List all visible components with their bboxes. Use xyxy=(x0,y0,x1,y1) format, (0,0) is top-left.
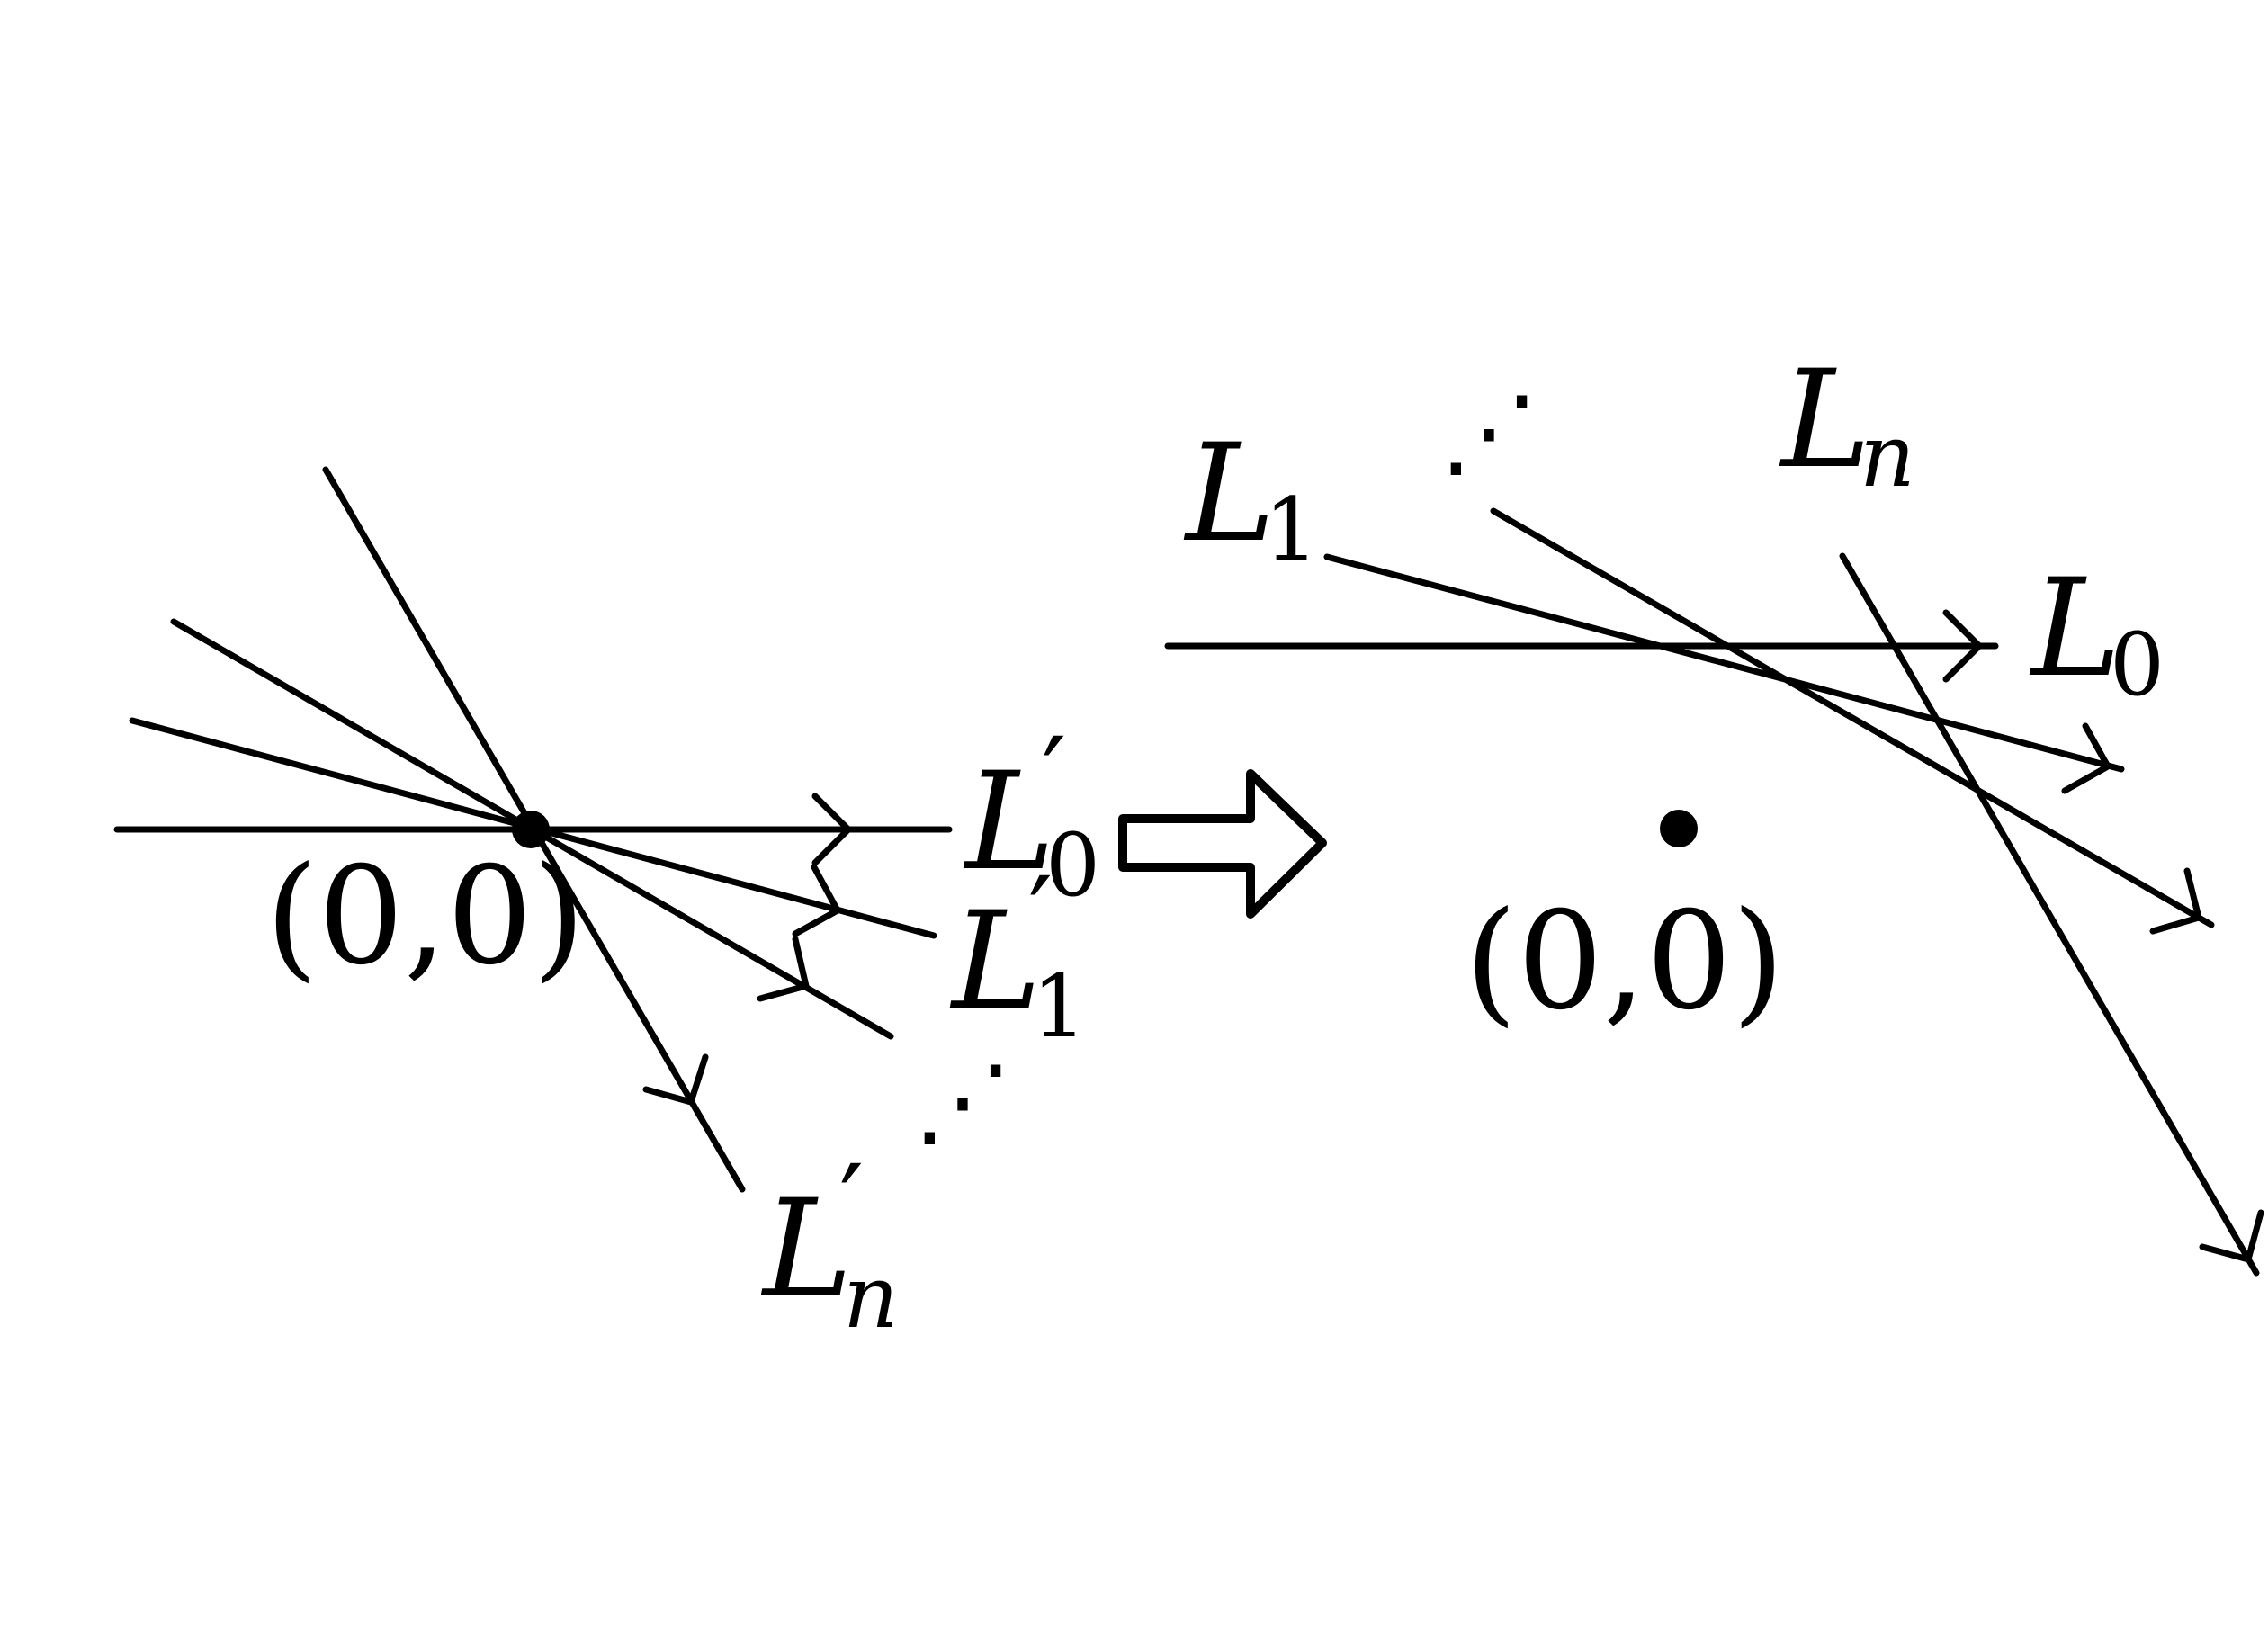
label-l1-subscript: 1 xyxy=(1264,479,1319,580)
origin-label-right: (0,0) xyxy=(1465,883,1785,1040)
label-l1-prime: L ′ 1 xyxy=(949,855,1087,1057)
right-panel: (0,0) L 0 L 1 ⋰ L n xyxy=(1164,342,2264,1277)
origin-label: (0,0) xyxy=(265,838,586,995)
label-l0-subscript: 0 xyxy=(2110,614,2165,715)
label-l1-name: L xyxy=(1183,416,1276,572)
arrowhead-l2 xyxy=(2149,867,2202,935)
label-l1-prime-mark: ′ xyxy=(1028,855,1053,980)
ellipsis-right: ⋰ xyxy=(1439,374,1538,489)
origin-point xyxy=(512,811,550,848)
line-l1 xyxy=(1323,553,2125,773)
line-l2 xyxy=(1490,507,2215,928)
label-l1-prime-name: L xyxy=(949,883,1042,1040)
label-ln-prime-mark: ′ xyxy=(839,1143,864,1268)
transformation-arrow xyxy=(1118,769,1327,919)
ellipsis-left: ⋰ xyxy=(913,1044,1012,1159)
left-panel: (0,0) L ′ 0 L ′ 1 ⋰ L ′ n xyxy=(113,466,1100,1348)
label-l1-prime-subscript: 1 xyxy=(1032,956,1087,1057)
arrowhead-l0 xyxy=(1942,609,1983,683)
arrowhead-ln xyxy=(2199,1209,2264,1263)
arrowhead-ln-prime xyxy=(642,1053,709,1106)
label-l0-prime-name: L xyxy=(963,744,1055,901)
arrowhead-l2-prime xyxy=(757,936,810,1002)
arrowhead-l0-prime xyxy=(811,793,852,866)
label-ln-prime: L ′ n xyxy=(760,1143,899,1348)
label-l0: L 0 xyxy=(2029,551,2165,715)
label-l0-prime-subscript: 0 xyxy=(1045,815,1100,916)
label-ln-name: L xyxy=(1779,342,1871,498)
line-ln xyxy=(1839,552,2260,1277)
arrowhead-l1-prime xyxy=(792,864,841,937)
label-l0-prime: L ′ 0 xyxy=(963,715,1100,916)
label-l1: L 1 xyxy=(1183,416,1319,580)
label-ln-prime-name: L xyxy=(760,1171,853,1328)
label-ln: L n xyxy=(1779,342,1915,506)
label-ln-prime-subscript: n xyxy=(843,1247,899,1348)
label-l0-prime-mark: ′ xyxy=(1042,715,1066,840)
label-ln-subscript: n xyxy=(1860,406,1915,506)
label-l0-name: L xyxy=(2029,551,2121,707)
arrowhead-l1 xyxy=(2061,722,2111,794)
origin-point-right xyxy=(1660,810,1698,847)
